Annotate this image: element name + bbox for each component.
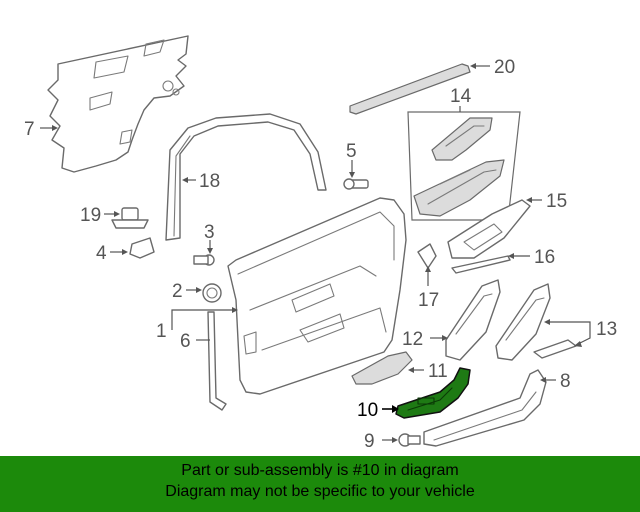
- callout-13: 13: [596, 319, 617, 340]
- part-12-insert: [445, 279, 501, 361]
- part-16-rod: [451, 255, 511, 274]
- callout-2: 2: [172, 281, 183, 302]
- callout-10-highlighted: 10: [357, 400, 378, 421]
- part-1-door-trim: [227, 197, 407, 395]
- part-11-liner: [351, 351, 413, 385]
- part-13-insert: [495, 283, 577, 361]
- callout-4: 4: [96, 243, 107, 264]
- callout-12: 12: [402, 329, 423, 350]
- callout-19: 19: [80, 205, 101, 226]
- part-5-bolt: [343, 178, 369, 190]
- parts-diagram: 7 20 18 5 14 15 16 17 19 4 3 2 1 6 11 12…: [24, 35, 617, 452]
- part-10-highlighted: [395, 367, 471, 419]
- info-banner: Part or sub-assembly is #10 in diagram D…: [0, 456, 640, 512]
- part-7-panel: [47, 35, 189, 173]
- callout-5: 5: [346, 141, 357, 162]
- callout-16: 16: [534, 247, 555, 268]
- callout-11: 11: [428, 361, 448, 382]
- banner-line-disclaimer: Diagram may not be specific to your vehi…: [165, 483, 475, 500]
- callout-3: 3: [204, 222, 215, 243]
- part-19-bracket: [111, 207, 149, 229]
- part-2-grommet: [202, 283, 222, 303]
- part-6-seal: [207, 311, 227, 411]
- part-4-clip: [129, 237, 155, 259]
- banner-line-part-number: Part or sub-assembly is #10 in diagram: [181, 462, 459, 479]
- callout-17: 17: [418, 290, 439, 311]
- callout-6: 6: [180, 331, 191, 352]
- part-18-frame-seal: [165, 113, 327, 241]
- callout-7: 7: [24, 119, 35, 140]
- callout-1: 1: [156, 321, 167, 342]
- callout-15: 15: [546, 191, 567, 212]
- part-17-clip: [417, 243, 437, 269]
- part-8-armrest: [423, 369, 547, 447]
- leader-lines: [40, 63, 591, 443]
- part-9-screw: [398, 433, 421, 447]
- part-14-group: [407, 111, 521, 221]
- part-3-screw: [193, 254, 215, 266]
- part-20-strip: [349, 63, 471, 115]
- part-15-switch-panel: [447, 199, 531, 259]
- callout-9: 9: [364, 431, 375, 452]
- callout-8: 8: [560, 371, 571, 392]
- callout-20: 20: [494, 57, 515, 78]
- callout-18: 18: [199, 171, 220, 192]
- callout-14: 14: [450, 86, 472, 107]
